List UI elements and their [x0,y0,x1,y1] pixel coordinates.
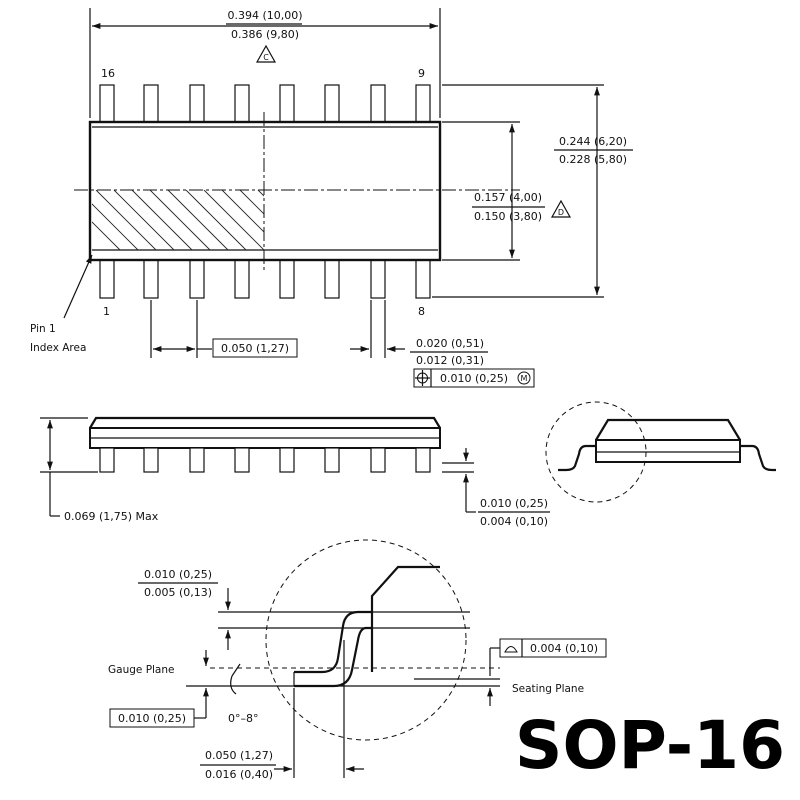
standoff-min-label: 0.004 (0,10) [480,515,548,528]
overall-width-min-label: 0.228 (5,80) [559,153,627,166]
datum-c-triangle-icon [255,44,277,63]
datum-d-triangle-icon [550,199,572,218]
lead-thickness-max-label: 0.010 (0,25) [144,568,212,581]
top-pin-row [99,84,431,124]
coplanarity-label: 0.004 (0,10) [530,642,598,655]
seating-plane-label: Seating Plane [512,683,584,695]
pin-9-label: 9 [418,67,425,80]
length-min-label: 0.386 (9,80) [231,28,299,41]
body-width-max-label: 0.157 (4,00) [474,191,542,204]
flatness-symbol-icon [504,646,518,653]
detail-view: 0.010 (0,25) 0.005 (0,13) Gauge Plane 0.… [108,539,607,781]
end-view [545,401,776,503]
gauge-offset-label: 0.010 (0,25) [118,712,186,725]
lead-thickness-min-label: 0.005 (0,13) [144,586,212,599]
mmc-circle-icon [517,371,531,385]
side-pins [99,447,431,473]
position-tolerance-label: 0.010 (0,25) [440,372,508,385]
package-body-top [88,120,442,262]
datum-d-letter: D [558,208,564,217]
top-view: 0.394 (10,00) 0.386 (9,80) C 16 9 1 8 [30,8,633,388]
height-max-label: 0.069 (1,75) Max [64,510,159,523]
lead-width-max-label: 0.020 (0,51) [416,337,484,350]
overall-width-max-label: 0.244 (6,20) [559,135,627,148]
pin1-label-line2: Index Area [30,342,86,354]
coplanarity-frame: 0.004 (0,10) [499,638,607,658]
package-title: SOP-16 [515,707,785,784]
gauge-plane-label: Gauge Plane [108,664,175,676]
foot-length-min-label: 0.016 (0,40) [205,768,273,781]
angle-label: 0°–8° [228,712,259,725]
side-view: 0.069 (1,75) Max 0.010 (0,25) 0.004 (0,1… [40,416,550,528]
length-max-label: 0.394 (10,00) [227,9,302,22]
gauge-offset-box [109,708,195,728]
pin1-label-line1: Pin 1 [30,323,56,335]
position-tolerance-frame: 0.010 (0,25) M [413,368,535,388]
pitch-label: 0.050 (1,27) [221,342,289,355]
pin-8-label: 8 [418,305,425,318]
foot-length-max-label: 0.050 (1,27) [205,749,273,762]
detail-callout-circle [545,401,647,503]
bottom-pin-row [99,257,431,299]
mmc-letter: M [521,374,528,383]
datum-c-letter: C [263,53,269,62]
standoff-max-label: 0.010 (0,25) [480,497,548,510]
pin-1-label: 1 [103,305,110,318]
body-width-min-label: 0.150 (3,80) [474,210,542,223]
detail-circle [265,539,467,741]
pin-16-label: 16 [101,67,115,80]
lead-width-min-label: 0.012 (0,31) [416,354,484,367]
pin1-index-hatch [92,190,264,250]
pitch-box [212,338,298,358]
